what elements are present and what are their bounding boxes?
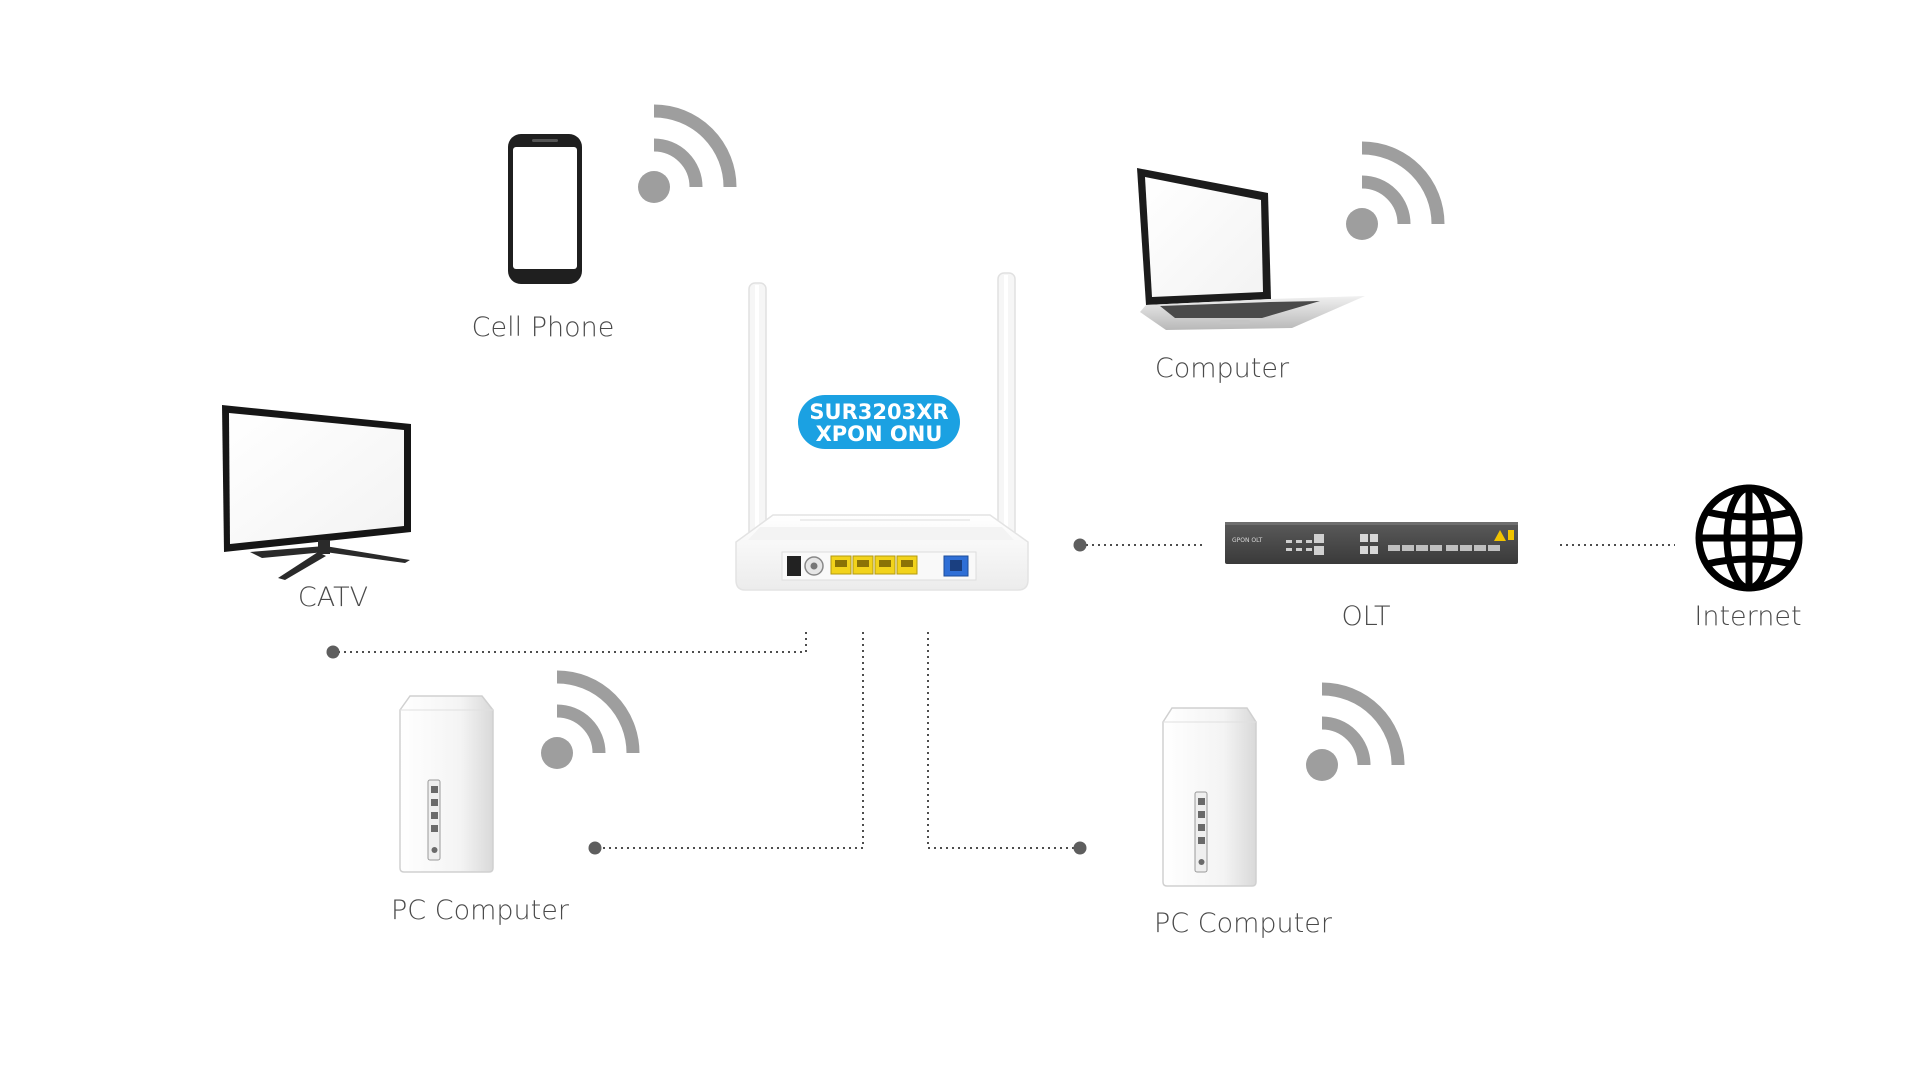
cell-phone-icon [508, 134, 582, 284]
tv-icon [222, 405, 411, 580]
pc-left-label: PC Computer [391, 895, 570, 926]
pc-right-label: PC Computer [1154, 908, 1333, 939]
connector-onu-pc-right [927, 632, 1087, 855]
lan-ports [830, 555, 918, 575]
olt-panel-text: GPON OLT [1232, 537, 1263, 544]
mesh-tower-icon [1162, 707, 1257, 887]
mesh-tower-icon [399, 695, 494, 873]
internet-label: Internet [1694, 601, 1801, 632]
olt-chassis: GPON OLT [1225, 522, 1518, 564]
connector-onu-pc-left [588, 632, 864, 855]
onu-model-text: SUR3203XR [809, 400, 948, 424]
wifi-icon [1346, 141, 1445, 240]
computer-label: Computer [1155, 353, 1290, 384]
wifi-icon [541, 670, 640, 769]
pon-port [943, 555, 969, 577]
onu-model-badge: SUR3203XR XPON ONU [798, 395, 960, 449]
catv-label: CATV [298, 582, 368, 613]
laptop-icon [1137, 168, 1365, 330]
wifi-icon [1306, 682, 1405, 781]
globe-icon [1695, 484, 1803, 592]
onu-type-text: XPON ONU [816, 422, 943, 446]
connector-onu-catv [326, 632, 807, 659]
olt-label: OLT [1341, 601, 1390, 632]
cell-phone-label: Cell Phone [472, 312, 615, 343]
wifi-icon [638, 104, 737, 203]
connector-onu-olt [1073, 538, 1205, 552]
